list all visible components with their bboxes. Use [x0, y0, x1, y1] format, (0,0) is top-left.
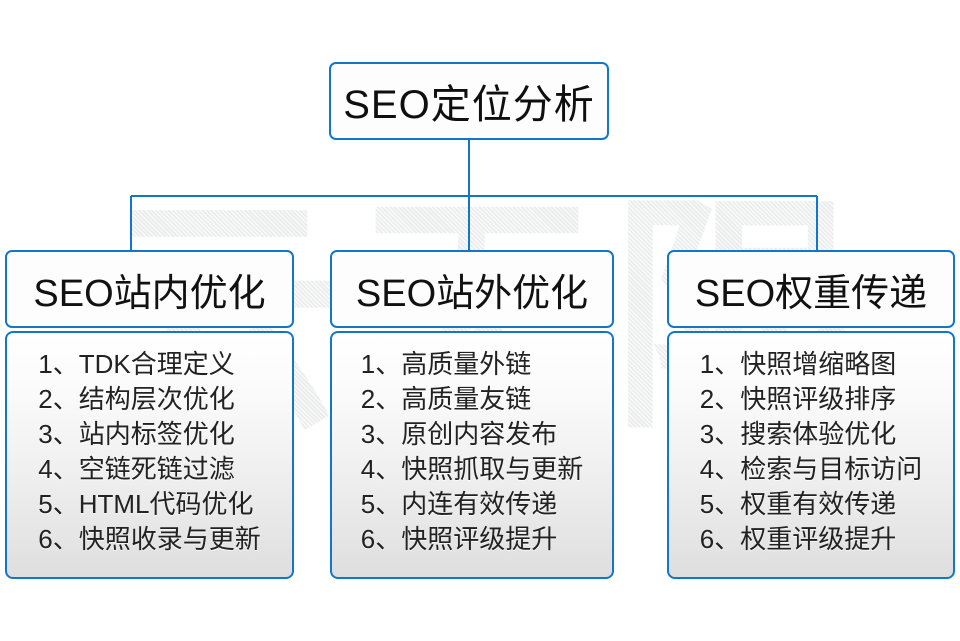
- item-list-1: 1、TDK合理定义 2、结构层次优化 3、站内标签优化 4、空链死链过滤 5、H…: [38, 347, 260, 557]
- list-item-number: 4、: [699, 454, 741, 484]
- list-item-label: 空链死链过滤: [78, 454, 235, 484]
- list-item-number: 5、: [38, 489, 79, 519]
- branch-column-3: SEO权重传递 1、快照增缩略图 2、快照评级排序 3、搜索体验优化 4、检索与…: [667, 250, 955, 579]
- branch-header-label-2: SEO站外优化: [355, 272, 589, 315]
- list-item-label: 站内标签优化: [78, 419, 235, 449]
- list-item[interactable]: 6、权重评级提升: [700, 522, 922, 557]
- list-item-number: 3、: [38, 419, 79, 449]
- list-item[interactable]: 1、快照增缩略图: [700, 347, 922, 382]
- list-item[interactable]: 2、高质量友链: [361, 382, 583, 417]
- list-item-number: 4、: [38, 454, 79, 484]
- item-list-2: 1、高质量外链 2、高质量友链 3、原创内容发布 4、快照抓取与更新 5、内连有…: [361, 347, 583, 557]
- list-item-label: 搜索体验优化: [740, 419, 897, 449]
- list-item-label: 结构层次优化: [78, 384, 235, 414]
- list-item-label: 权重有效传递: [740, 489, 897, 519]
- list-item[interactable]: 5、权重有效传递: [700, 487, 922, 522]
- list-item-label: TDK合理定义: [78, 349, 235, 379]
- list-item-label: 快照收录与更新: [78, 524, 261, 554]
- branch-header-1[interactable]: SEO站内优化: [5, 250, 294, 328]
- list-item[interactable]: 1、TDK合理定义: [38, 347, 260, 382]
- branch-header-label-3: SEO权重传递: [694, 272, 928, 315]
- branch-header-3[interactable]: SEO权重传递: [667, 250, 955, 328]
- branch-column-2: SEO站外优化 1、高质量外链 2、高质量友链 3、原创内容发布 4、快照抓取与…: [330, 250, 614, 579]
- list-item[interactable]: 3、原创内容发布: [361, 417, 583, 452]
- list-item[interactable]: 4、空链死链过滤: [38, 452, 260, 487]
- list-item-number: 1、: [360, 349, 402, 379]
- list-item[interactable]: 5、HTML代码优化: [38, 487, 260, 522]
- list-item[interactable]: 1、高质量外链: [361, 347, 583, 382]
- list-item-number: 2、: [699, 384, 741, 414]
- item-list-3: 1、快照增缩略图 2、快照评级排序 3、搜索体验优化 4、检索与目标访问 5、权…: [700, 347, 922, 557]
- list-item-number: 2、: [38, 384, 79, 414]
- branch-header-2[interactable]: SEO站外优化: [330, 250, 614, 328]
- list-item-number: 3、: [360, 419, 402, 449]
- list-item[interactable]: 6、快照评级提升: [361, 522, 583, 557]
- list-item-number: 6、: [38, 524, 79, 554]
- list-item-label: 权重评级提升: [740, 524, 897, 554]
- list-item[interactable]: 4、检索与目标访问: [700, 452, 922, 487]
- list-item-number: 2、: [360, 384, 402, 414]
- list-item-number: 6、: [699, 524, 741, 554]
- list-item-label: 高质量友链: [401, 384, 532, 414]
- list-item-label: 快照增缩略图: [740, 349, 897, 379]
- list-item-number: 3、: [699, 419, 741, 449]
- list-item[interactable]: 6、快照收录与更新: [38, 522, 260, 557]
- list-item-label: 快照评级排序: [740, 384, 897, 414]
- branch-body-2: 1、高质量外链 2、高质量友链 3、原创内容发布 4、快照抓取与更新 5、内连有…: [330, 331, 614, 579]
- list-item[interactable]: 3、搜索体验优化: [700, 417, 922, 452]
- list-item[interactable]: 2、结构层次优化: [38, 382, 260, 417]
- list-item-label: 快照评级提升: [401, 524, 558, 554]
- list-item[interactable]: 2、快照评级排序: [700, 382, 922, 417]
- list-item-number: 1、: [38, 349, 79, 379]
- list-item-label: HTML代码优化: [78, 489, 254, 519]
- list-item-number: 5、: [699, 489, 741, 519]
- root-node-label: SEO定位分析: [343, 83, 595, 127]
- list-item-label: 高质量外链: [401, 349, 532, 379]
- list-item-label: 原创内容发布: [401, 419, 558, 449]
- list-item-number: 4、: [360, 454, 402, 484]
- branch-header-label-1: SEO站内优化: [33, 272, 266, 315]
- list-item-number: 1、: [699, 349, 741, 379]
- list-item-number: 5、: [360, 489, 402, 519]
- list-item[interactable]: 3、站内标签优化: [38, 417, 260, 452]
- root-node[interactable]: SEO定位分析: [329, 62, 609, 140]
- list-item-label: 内连有效传递: [401, 489, 558, 519]
- list-item[interactable]: 4、快照抓取与更新: [361, 452, 583, 487]
- branch-body-3: 1、快照增缩略图 2、快照评级排序 3、搜索体验优化 4、检索与目标访问 5、权…: [667, 331, 955, 579]
- list-item-label: 检索与目标访问: [740, 454, 923, 484]
- list-item-label: 快照抓取与更新: [401, 454, 584, 484]
- list-item[interactable]: 5、内连有效传递: [361, 487, 583, 522]
- branch-body-1: 1、TDK合理定义 2、结构层次优化 3、站内标签优化 4、空链死链过滤 5、H…: [5, 331, 294, 579]
- list-item-number: 6、: [360, 524, 402, 554]
- branch-column-1: SEO站内优化 1、TDK合理定义 2、结构层次优化 3、站内标签优化 4、空链…: [5, 250, 294, 579]
